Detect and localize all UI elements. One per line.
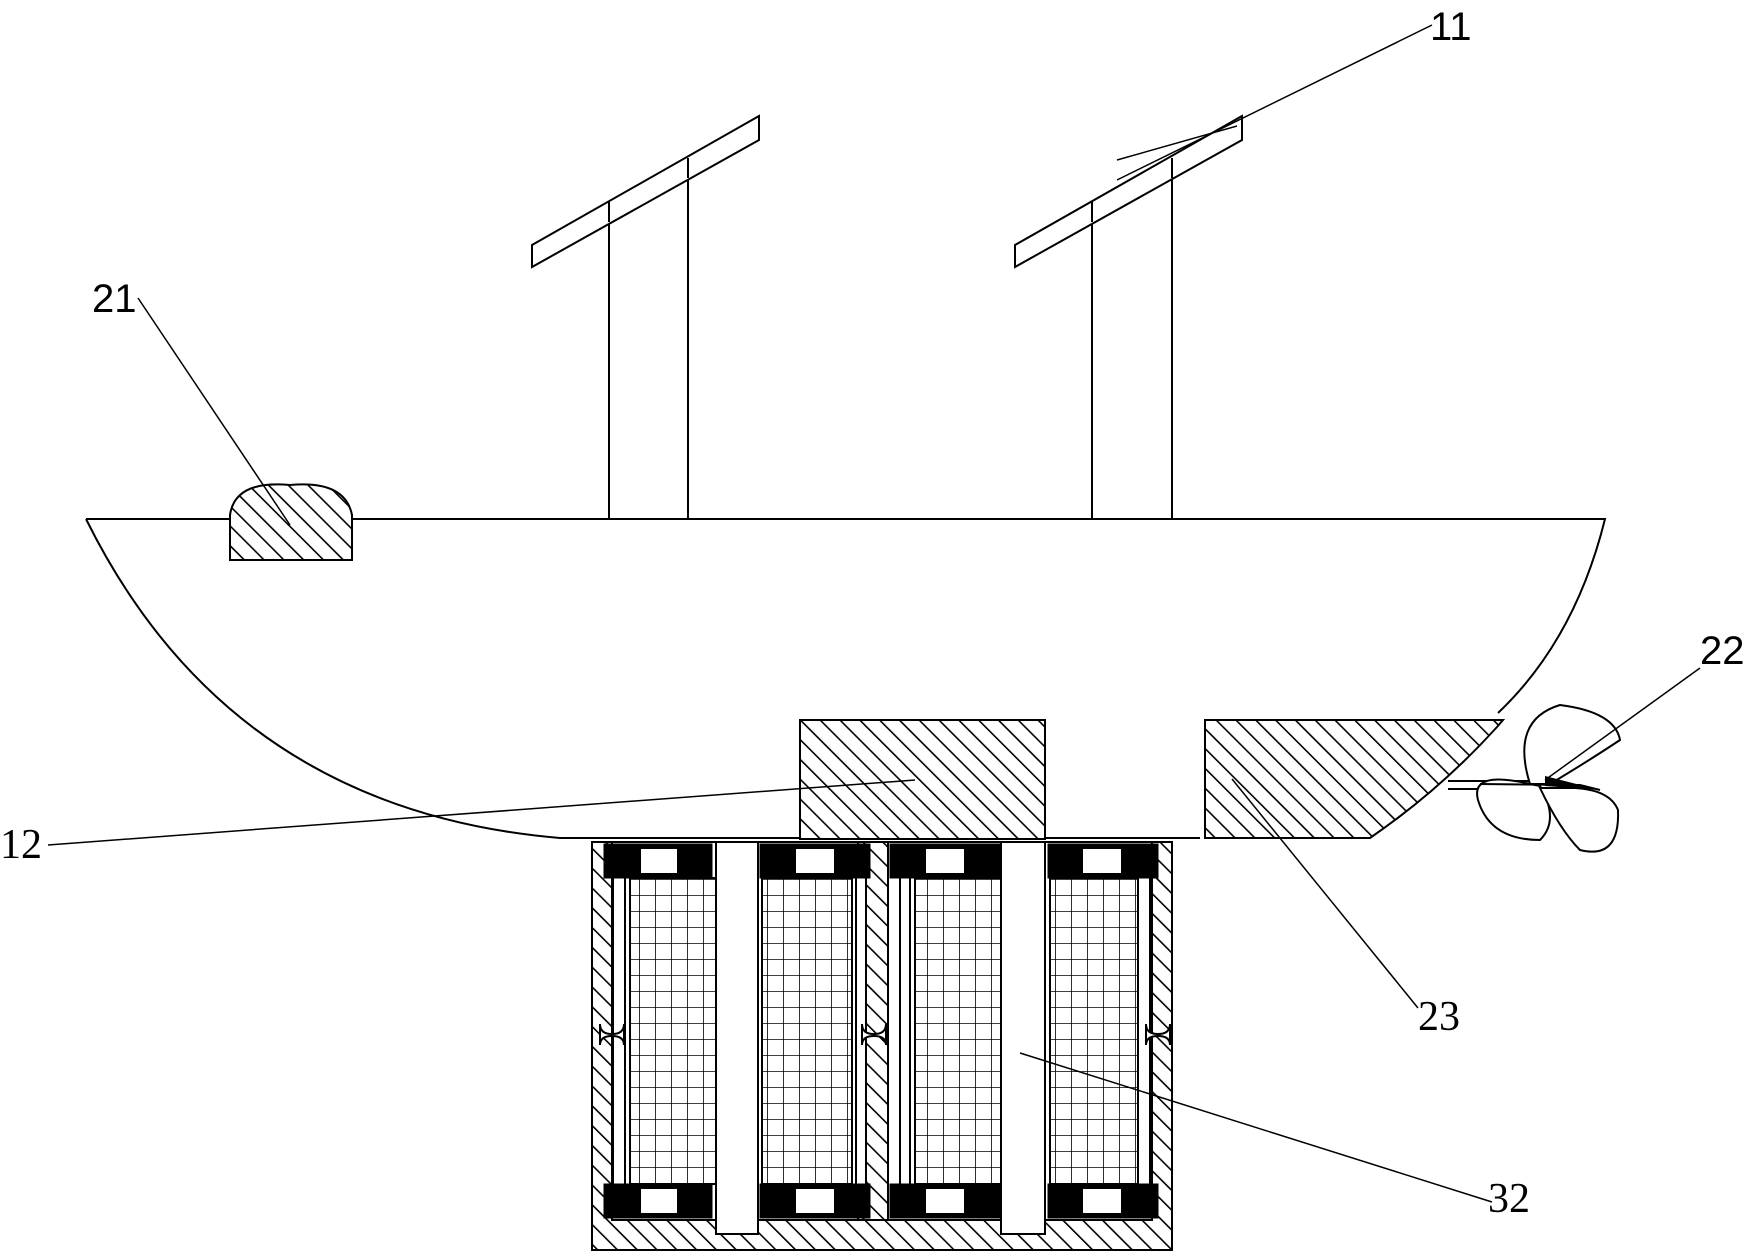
leader-lines — [47, 24, 1701, 1203]
deck-dome — [229, 483, 353, 561]
solar-panel-right — [1014, 114, 1243, 269]
seals-bottom — [603, 1183, 1159, 1219]
callout-21: 21 — [92, 277, 137, 321]
propeller — [1448, 703, 1622, 853]
callout-23: 23 — [1418, 994, 1460, 1040]
callout-22: 22 — [1700, 629, 1745, 673]
mast-left — [531, 114, 760, 519]
seals-top — [603, 843, 1159, 879]
callout-32: 32 — [1488, 1176, 1530, 1222]
callout-11: 11 — [1430, 5, 1472, 49]
hull — [85, 518, 1607, 839]
solar-panel-left — [531, 114, 760, 269]
center-weight-block — [799, 719, 1046, 840]
side-latches — [599, 1023, 1171, 1046]
rear-weight-block — [1204, 719, 1506, 839]
filter-chambers — [629, 877, 1141, 1185]
mast-right — [1014, 114, 1243, 519]
callout-12: 12 — [0, 822, 42, 868]
